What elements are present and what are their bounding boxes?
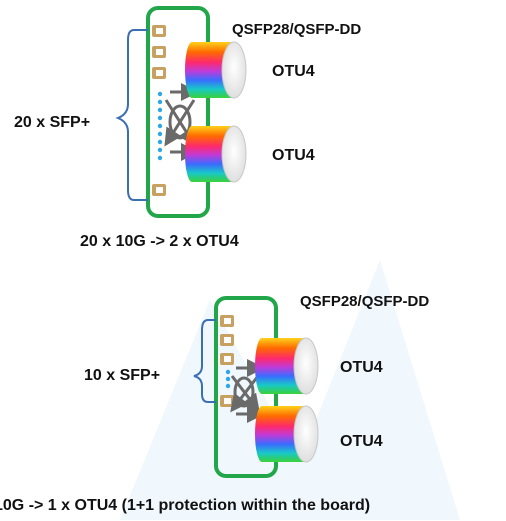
diagram-top: 20 x SFP+ QSFP28/QSFP-DD OTU4 OTU4 20 x … — [14, 6, 361, 250]
sfp-count-label: 10 x SFP+ — [84, 367, 160, 384]
otu4-module-1 — [185, 41, 247, 99]
port-dots — [225, 369, 231, 389]
otu4-module-2 — [185, 125, 247, 183]
caption: 10G -> 1 x OTU4 (1+1 protection within t… — [0, 497, 370, 514]
otu4-label: OTU4 — [340, 359, 383, 376]
board-outline — [146, 6, 210, 218]
caption: 20 x 10G -> 2 x OTU4 — [80, 233, 239, 250]
module-label: QSFP28/QSFP-DD — [300, 293, 429, 310]
brace — [115, 29, 148, 201]
otu4-label: OTU4 — [272, 147, 315, 164]
sfp-count-label: 20 x SFP+ — [14, 114, 90, 131]
otu4-module-2 — [255, 405, 319, 463]
watermark-shape — [120, 260, 460, 520]
diagram-bottom: 10 x SFP+ QSFP28/QSFP-DD OTU4 OTU4 10G -… — [0, 293, 429, 514]
module-label: QSFP28/QSFP-DD — [232, 21, 361, 38]
otu4-label: OTU4 — [340, 433, 383, 450]
port-dots — [157, 91, 163, 161]
brace — [193, 319, 216, 403]
otu4-label: OTU4 — [272, 63, 315, 80]
otu4-module-1 — [255, 337, 319, 395]
